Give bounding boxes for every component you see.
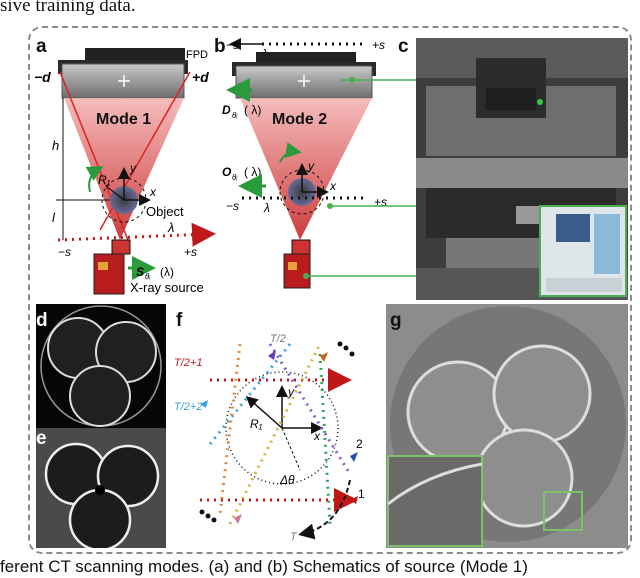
- label-plus-d: +d: [192, 69, 209, 85]
- f-label-y: y: [287, 385, 295, 399]
- label-x-b: x: [329, 179, 337, 193]
- f-label-t-half: T/2: [270, 333, 286, 345]
- label-minus-s-b: −s: [226, 199, 239, 213]
- f-label-t: T: [290, 531, 298, 543]
- f-label-t-half-plus-2: T/2+2: [174, 401, 202, 413]
- f-label-delta-theta: Δθ: [279, 473, 295, 487]
- label-y-b: y: [307, 159, 315, 173]
- o-traj-sub: θᵢ: [232, 173, 238, 182]
- figure-frame: [28, 26, 632, 554]
- xray-source-box-a: [93, 253, 125, 295]
- label-x-a: x: [149, 185, 157, 199]
- label-minus-s-a: −s: [58, 245, 71, 259]
- mode2-label: Mode 2: [272, 111, 327, 128]
- trajectory-diagram-f: y x R₁ Δθ T/2 T/2+1 T/2+2 2 1 T: [174, 333, 365, 543]
- label-l: l: [52, 210, 56, 225]
- source-traj-sub: θᵢ: [145, 272, 151, 281]
- source-traj-label: S: [136, 265, 144, 279]
- panel-label-c: c: [398, 36, 409, 57]
- panel-label-b: b: [214, 36, 226, 57]
- label-plus-s-top: +s: [372, 38, 385, 52]
- label-h: h: [52, 138, 59, 153]
- f-label-two: 2: [356, 437, 363, 451]
- d-traj-sub: θᵢ: [232, 111, 238, 120]
- f-label-t-half-plus-1: T/2+1: [174, 357, 202, 369]
- label-y-a: y: [129, 161, 137, 175]
- object-label: Object: [146, 204, 184, 219]
- fpd-bar-a: [85, 48, 185, 60]
- panel-label-e: e: [36, 428, 47, 449]
- label-lambda-a: λ: [167, 220, 174, 235]
- label-r1-a: R₁: [98, 173, 111, 187]
- panel-label-a: a: [36, 36, 47, 57]
- source-traj-arg: (λ): [160, 265, 174, 279]
- label-plus-s-b: +s: [374, 195, 387, 209]
- recon-image-d: [36, 304, 166, 428]
- label-minus-d: −d: [34, 69, 51, 85]
- d-traj-arg: ( λ): [244, 103, 261, 117]
- detector-a: [61, 63, 185, 99]
- panel-label-g: g: [390, 310, 402, 331]
- recon-image-g: [386, 304, 628, 548]
- panel-label-f: f: [176, 310, 183, 331]
- d-traj-label: D: [222, 103, 231, 117]
- bottom-caption-fragment: ferent CT scanning modes. (a) and (b) Sc…: [0, 557, 528, 576]
- xray-source-box-b: [283, 253, 311, 289]
- mode1-label: Mode 1: [96, 111, 151, 128]
- f-label-r1: R₁: [250, 417, 263, 431]
- label-plus-s-a: +s: [184, 245, 197, 259]
- label-minus-s-top: −s: [226, 38, 239, 52]
- top-caption-fragment: sive training data.: [0, 0, 136, 16]
- o-traj-arg: ( λ): [244, 165, 261, 179]
- fpd-label: FPD: [186, 49, 208, 61]
- xray-source-label: X-ray source: [130, 280, 204, 295]
- f-label-one: 1: [358, 487, 365, 501]
- panel-label-d: d: [36, 310, 48, 331]
- recon-image-e: [36, 428, 166, 548]
- scanner-photo: [416, 38, 628, 300]
- f-label-x: x: [313, 429, 321, 443]
- o-traj-label: O: [222, 165, 232, 179]
- label-lambda-b: λ: [263, 201, 270, 215]
